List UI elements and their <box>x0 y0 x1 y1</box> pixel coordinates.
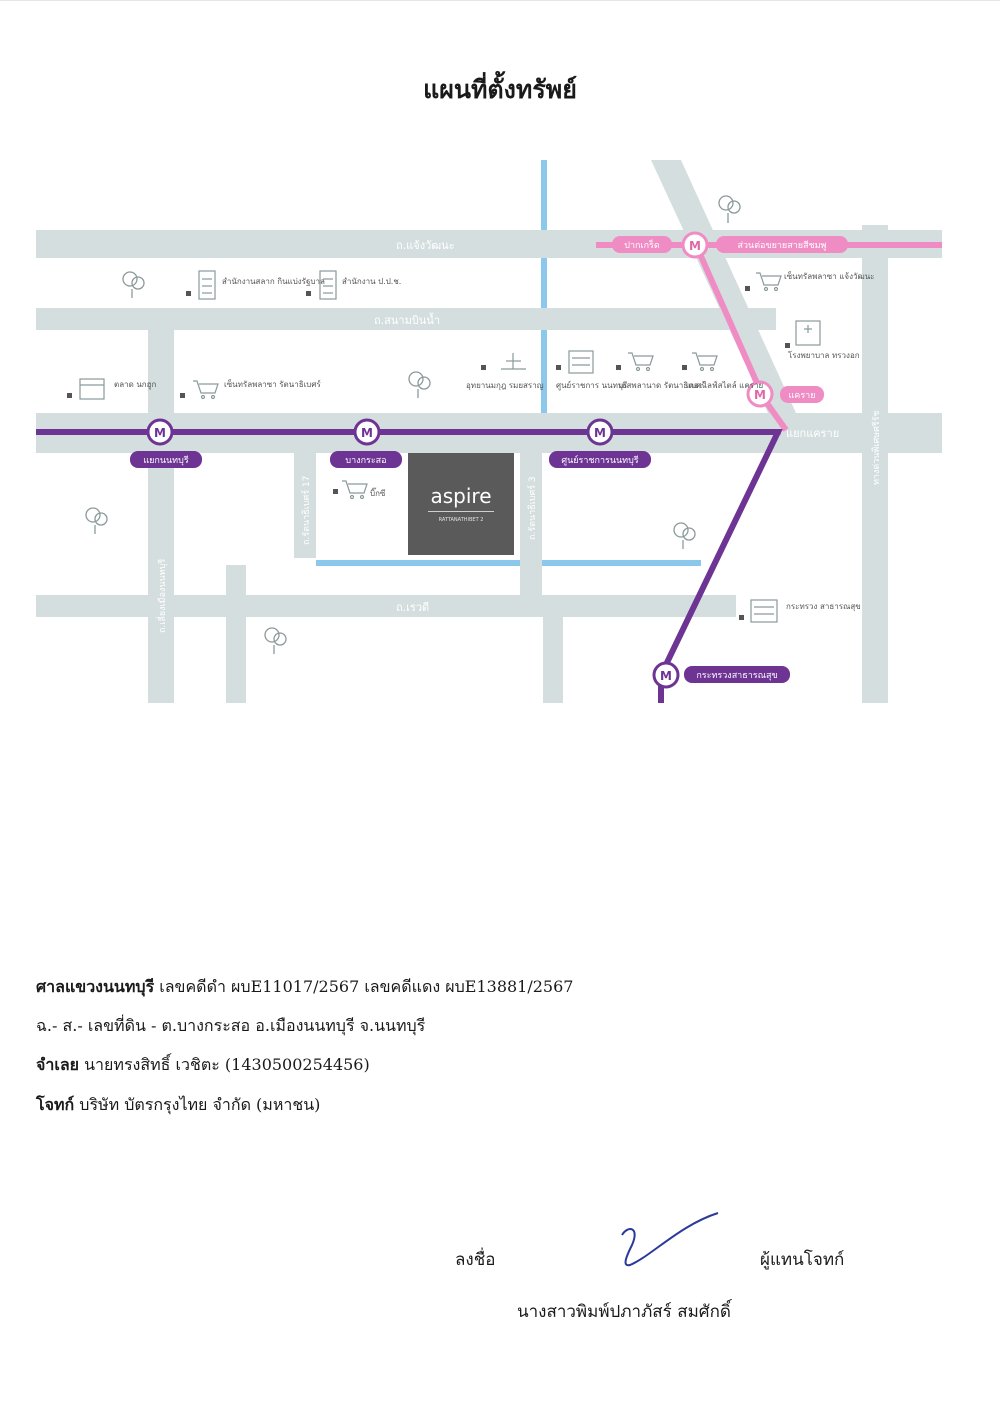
signer-name: นางสาวพิมพ์ปภาภัสร์ สมศักดิ์ <box>517 1302 731 1322</box>
building-icon <box>568 350 594 374</box>
tree-icon <box>408 371 431 398</box>
handwritten-signature <box>621 1212 719 1267</box>
metro-icon: M <box>754 388 766 402</box>
metro-icon: M <box>594 426 606 440</box>
case-court-line: ศาลแขวงนนทบุรี เลขคดีดำ ผบE11017/2567 เล… <box>36 977 573 997</box>
place-central-chaeng: เซ็นทรัลพลาซา แจ้งวัฒนะ <box>784 271 874 281</box>
cart-icon <box>193 380 219 400</box>
station-pak-kret: ปากเกร็ด <box>612 236 672 253</box>
document-title: แผนที่ตั้งทรัพย์ <box>423 75 577 104</box>
station-khae-rai: M แคราย <box>746 380 824 408</box>
place-lottery-office: สำนักงานสลาก กินแบ่งรัฐบาล <box>222 277 325 286</box>
metro-icon: M <box>689 239 701 253</box>
station-ministry-health: M กระทรวงสาธารณสุข <box>652 661 790 689</box>
svg-text:แยกนนทบุรี: แยกนนทบุรี <box>143 455 188 466</box>
road-label-chaeng-watthana: ถ.แจ้งวัฒนะ <box>396 239 455 252</box>
svg-text:RATTANATHIBET 2: RATTANATHIBET 2 <box>439 517 484 523</box>
road-label-chiang-mueang: ถ.เลี่ยงเมืองนนทบุรี <box>155 559 168 633</box>
market-icon <box>79 378 105 400</box>
svg-text:กระทรวงสาธารณสุข: กระทรวงสาธารณสุข <box>696 671 777 681</box>
building-icon <box>750 599 778 623</box>
station-pink-hub: M ส่วนต่อขยายสายสีชมพู <box>681 231 848 259</box>
road-label-rattanathibet-17: ถ.รัตนาธิเบศร์ 17 <box>300 476 312 545</box>
road-label-rattanathibet-3: ถ.รัตนาธิเบศร์ 3 <box>526 476 538 540</box>
metro-icon: M <box>361 426 373 440</box>
svg-text:aspire: aspire <box>430 484 491 508</box>
svg-text:ปากเกร็ด: ปากเกร็ด <box>624 238 660 251</box>
road-label-junction: แยกแคราย <box>786 427 839 440</box>
defendant-line: จำเลย นายทรงสิทธิ์ เวชิตะ (1430500254456… <box>36 1055 370 1075</box>
cart-icon <box>692 352 718 372</box>
road-chiang-mueang <box>148 453 174 703</box>
plaintiff-value: บริษัท บัตรกรุงไทย จำกัด (มหาชน) <box>79 1095 321 1114</box>
road-diagonal <box>651 160 796 413</box>
place-ministry: กระทรวง สาธารณสุข <box>786 602 861 611</box>
road-mid-left <box>226 565 246 703</box>
road-label-expressway: ทางด่วนพิเศษศรีรัช <box>871 410 882 485</box>
tree-icon <box>85 507 108 534</box>
sign-label: ลงชื่อ <box>455 1250 496 1270</box>
place-hospital: โรงพยาบาล ทรวงอก <box>788 350 860 360</box>
road-network <box>36 160 942 703</box>
court-name: ศาลแขวงนนทบุรี <box>36 977 155 996</box>
park-icon <box>501 353 526 370</box>
project-logo: aspire RATTANATHIBET 2 <box>408 453 514 555</box>
land-line: ฉ.- ส.- เลขที่ดิน - ต.บางกระสอ อ.เมืองนน… <box>36 1016 426 1035</box>
cart-icon <box>342 480 368 500</box>
place-park: อุทยานมกุฎ รมยสราญ <box>466 381 544 390</box>
cart-icon <box>628 352 654 372</box>
road-label-ratchawadi: ถ.เรวดี <box>396 601 429 614</box>
road-label-sanam-bin-nam: ถ.สนามบินน้ำ <box>374 312 440 327</box>
canal-vertical <box>541 160 547 430</box>
canal-horizontal <box>316 560 701 566</box>
place-big-c: บิ๊กซี <box>370 487 386 498</box>
station-bang-krasor: M บางกระสอ <box>330 418 402 468</box>
building-icon <box>319 270 337 300</box>
place-dots <box>67 286 790 620</box>
road-expressway <box>862 225 888 703</box>
hospital-icon <box>795 320 821 346</box>
defendant-label: จำเลย <box>36 1055 80 1074</box>
location-map: ถ.แจ้งวัฒนะ ถ.สนามบินน้ำ ถ.เรวดี แยกแครา… <box>36 160 942 703</box>
place-civic-center: ศูนย์ราชการ นนทบุรี <box>556 380 628 391</box>
case-numbers: เลขคดีดำ ผบE11017/2567 เลขคดีแดง ผบE1388… <box>159 977 574 996</box>
cart-icon <box>756 272 782 292</box>
place-central-rattana: เซ็นทรัลพลาซา รัตนาธิเบศร์ <box>224 379 321 389</box>
station-nonthaburi-civic: M ศูนย์ราชการนนทบุรี <box>549 418 651 468</box>
road-rattanathibet-3 <box>520 453 542 601</box>
road-mid-right <box>543 617 563 703</box>
station-yaek-nonthaburi: M แยกนนทบุรี <box>130 418 202 468</box>
road-side-left <box>148 330 174 413</box>
svg-text:ศูนย์ราชการนนทบุรี: ศูนย์ราชการนนทบุรี <box>561 454 638 466</box>
svg-text:บางกระสอ: บางกระสอ <box>345 456 386 466</box>
metro-icon: M <box>154 426 166 440</box>
road-sanam-bin-nam <box>36 308 776 330</box>
tree-icon <box>122 271 145 298</box>
place-esplanade: เอสพลานาด รัตนาธิเบศร์ <box>619 380 706 390</box>
metro-icon: M <box>660 669 672 683</box>
svg-text:แคราย: แคราย <box>789 391 816 401</box>
plaintiff-line: โจทก์ บริษัท บัตรกรุงไทย จำกัด (มหาชน) <box>36 1095 320 1115</box>
building-icon <box>198 270 216 300</box>
tree-icon <box>264 627 287 654</box>
place-lifestyle: เดอะไลฟ์สไตล์ แคราย <box>686 380 763 390</box>
svg-text:ส่วนต่อขยายสายสีชมพู: ส่วนต่อขยายสายสีชมพู <box>738 240 827 251</box>
signer-role: ผู้แทนโจทก์ <box>760 1250 845 1270</box>
purple-line <box>36 429 783 703</box>
place-ppo-office: สำนักงาน ป.ป.ช. <box>342 277 401 286</box>
tree-icon <box>718 195 741 223</box>
defendant-value: นายทรงสิทธิ์ เวชิตะ (1430500254456) <box>84 1055 370 1074</box>
tree-icon <box>673 522 696 549</box>
plaintiff-label: โจทก์ <box>36 1095 75 1114</box>
road-rattanathibet-17 <box>294 453 316 558</box>
place-market: ตลาด นกฮูก <box>114 380 157 390</box>
road-ratchawadi <box>36 595 736 617</box>
